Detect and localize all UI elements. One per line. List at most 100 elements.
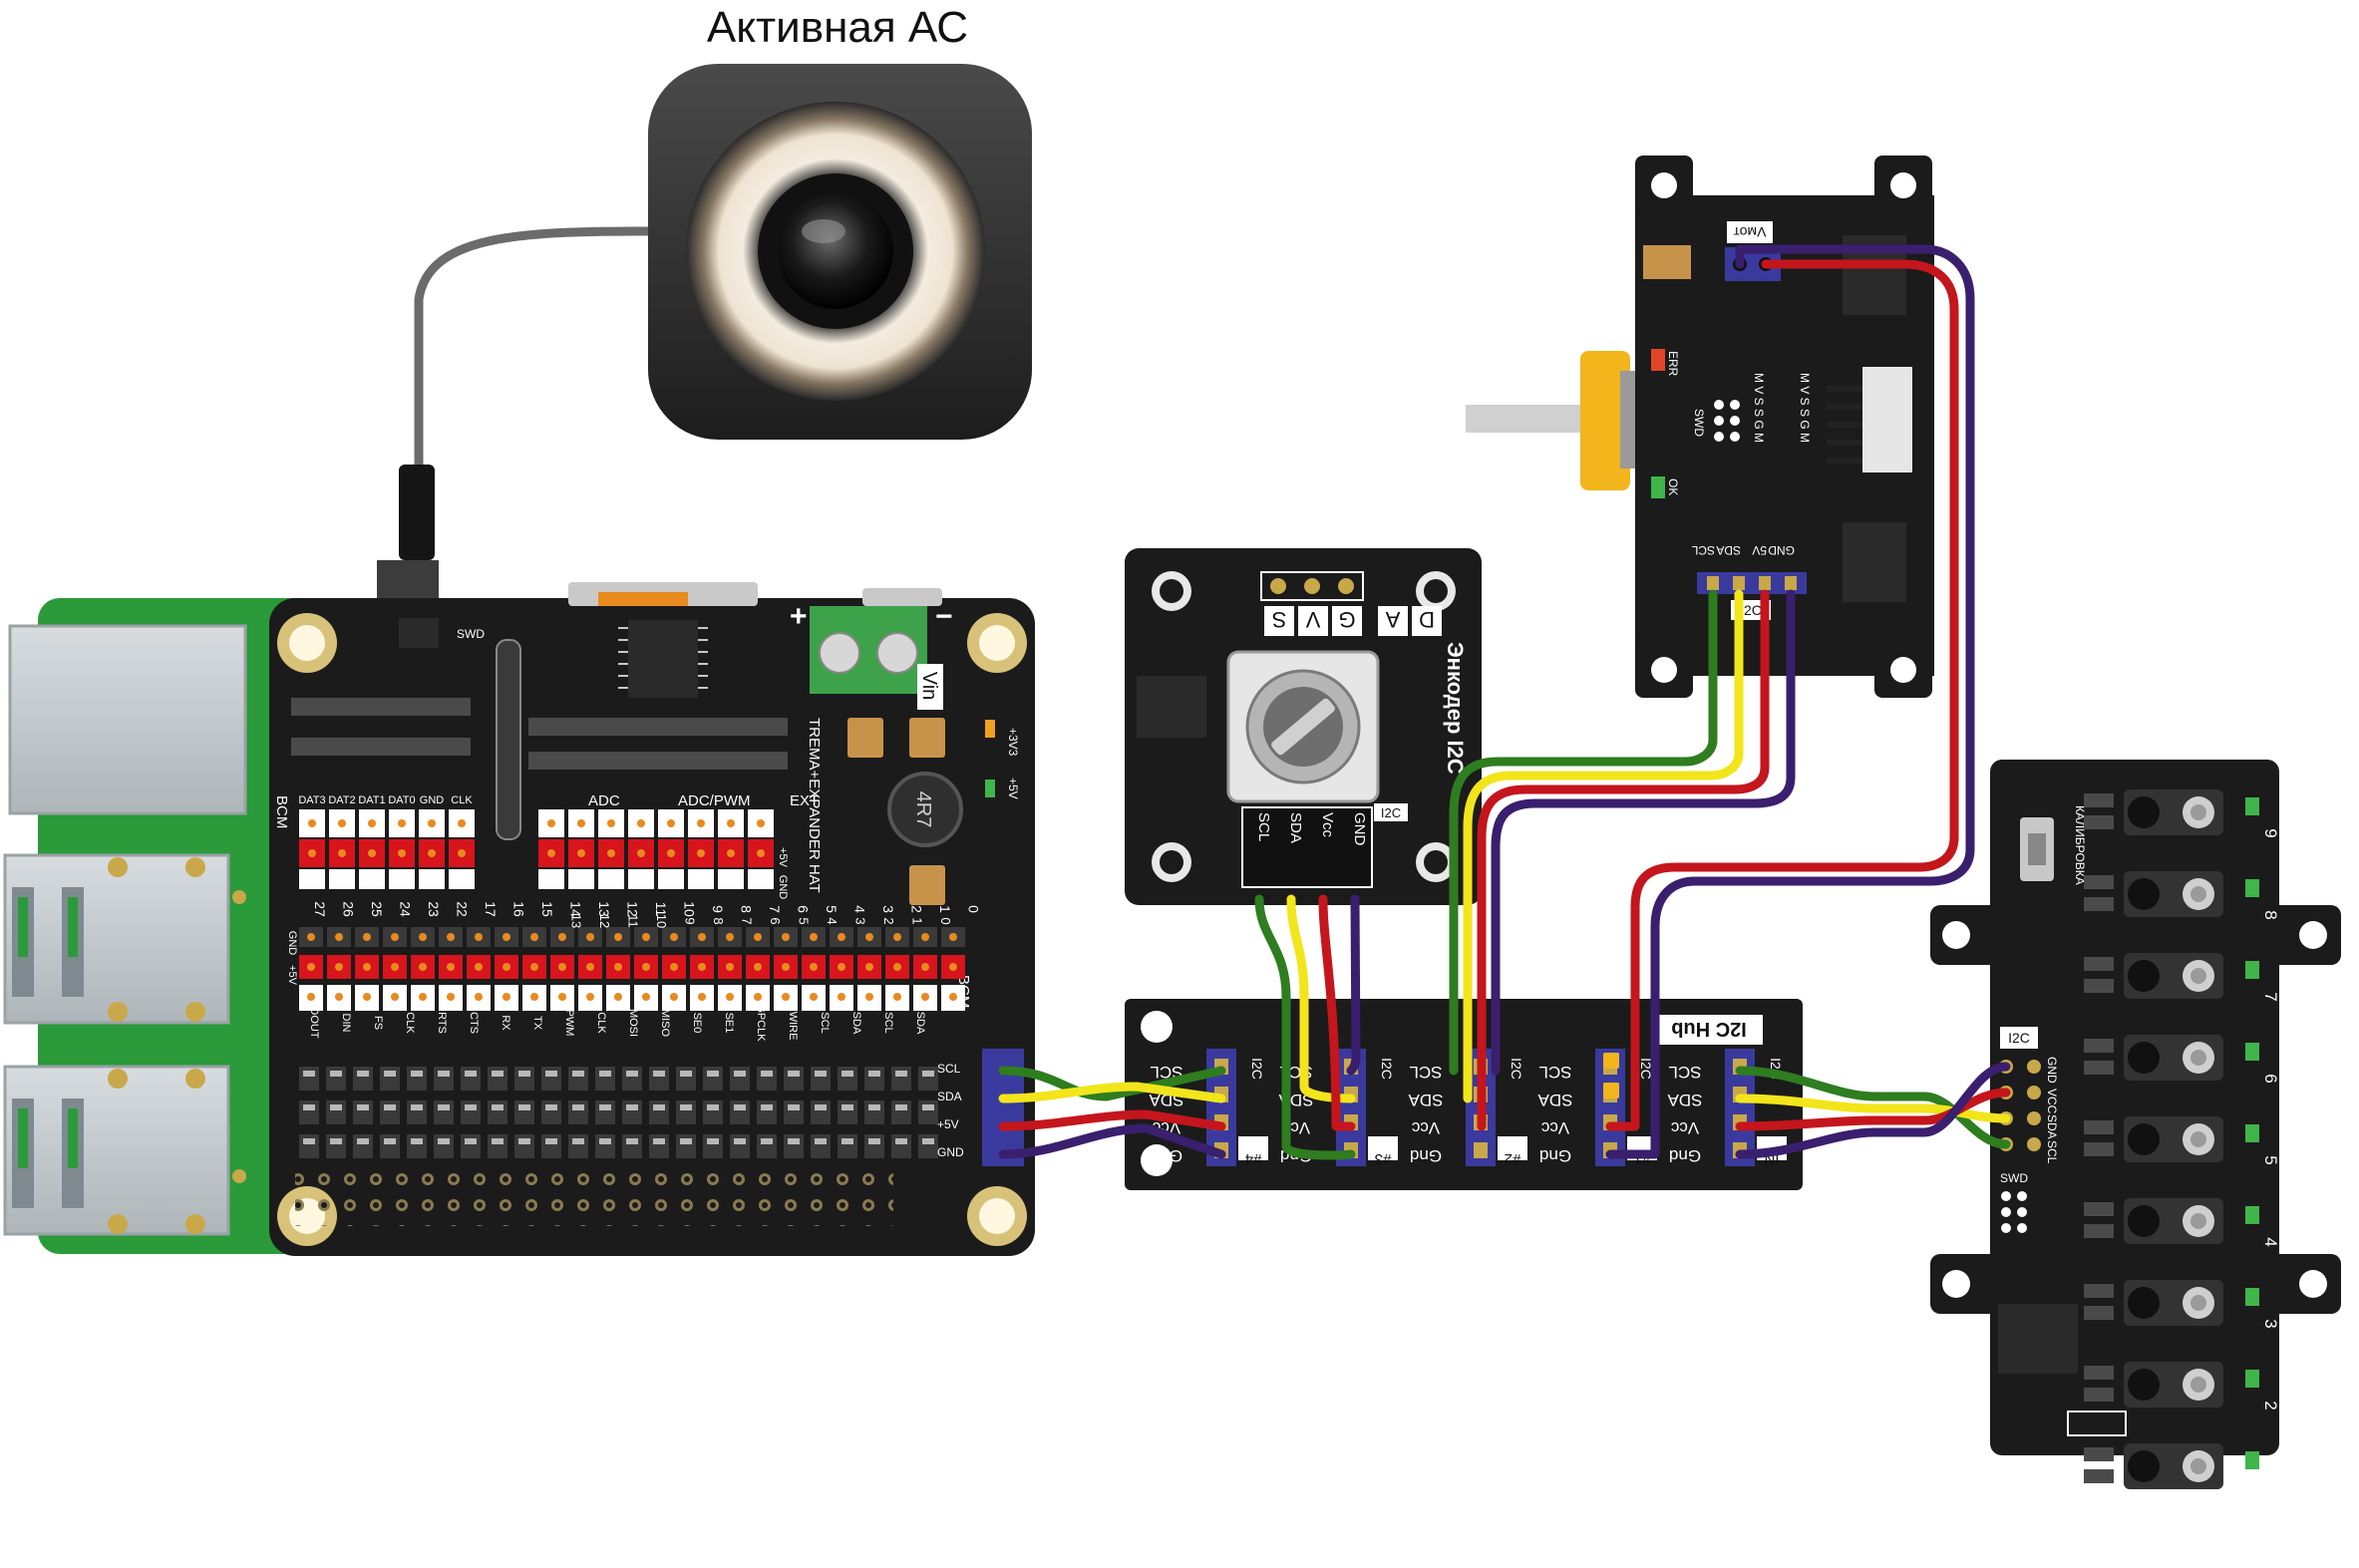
- resistor: [622, 1067, 642, 1091]
- pin-dot: [921, 963, 929, 971]
- channel-led: [2245, 1370, 2259, 1388]
- motor-cap: [1643, 245, 1691, 279]
- hub-pin-label: Vcc: [1540, 1118, 1569, 1137]
- ir-emitter: [2128, 1287, 2160, 1319]
- resistor: [541, 1100, 561, 1124]
- resistor: [514, 1067, 534, 1091]
- hub-pin-label: SCL: [1668, 1063, 1701, 1082]
- pin-dot: [363, 933, 371, 941]
- resistor-lead: [411, 1138, 423, 1144]
- motor-swd-dots: [1714, 400, 1740, 442]
- pin-dot: [607, 819, 615, 827]
- channel-number: 1: [2261, 1482, 2280, 1491]
- hub-port-i2c-label: I2C: [1638, 1058, 1654, 1080]
- ir-receiver-core: [2190, 1213, 2206, 1229]
- gpio-number: 27: [312, 901, 328, 917]
- resistor-lead: [330, 1071, 342, 1077]
- resistor-lead: [384, 1104, 396, 1110]
- pin-dot: [577, 849, 585, 857]
- motor-msg-left: M V S S G M: [1752, 373, 1766, 443]
- hat-chip: [628, 620, 698, 698]
- hat-func-label: RX: [500, 1015, 511, 1031]
- resistor: [461, 1067, 481, 1091]
- cap-3: [909, 865, 945, 905]
- pin-dot: [949, 963, 957, 971]
- pin-dot: [307, 963, 315, 971]
- resistor-lead: [734, 1104, 746, 1110]
- vmot-label: Vмот: [1733, 224, 1766, 240]
- channel-resistor: [2084, 1039, 2114, 1053]
- hat-func-label: SDA: [850, 1012, 862, 1035]
- pin-dot: [754, 963, 762, 971]
- hat-func-label: FS: [372, 1016, 384, 1030]
- pin-dot: [338, 849, 346, 857]
- pin-white: [568, 869, 594, 889]
- pin-dot: [398, 819, 406, 827]
- gpio-number-bottom: 0: [938, 917, 953, 924]
- resistor-lead: [465, 1138, 477, 1144]
- gpio-number: 10: [682, 901, 698, 917]
- pin-dot: [503, 963, 510, 971]
- resistor-lead: [599, 1104, 611, 1110]
- resistor-lead: [842, 1071, 853, 1077]
- pin-dot: [586, 933, 594, 941]
- pin-dot: [368, 849, 376, 857]
- hat-func-label: CTS: [468, 1012, 480, 1034]
- pin-white: [538, 869, 564, 889]
- pin-dot: [865, 963, 873, 971]
- line-sensor-silk-box: [2067, 1411, 2127, 1436]
- hat-i2c-pin-labels: SCL SDA +5V GND: [937, 1062, 964, 1159]
- i2c-wire: [1477, 589, 1770, 1131]
- hat-func-label: RTS: [436, 1012, 448, 1034]
- pin-dot: [586, 993, 594, 1001]
- pin-dot: [558, 993, 566, 1001]
- motor-swd-label: SWD: [1692, 409, 1706, 437]
- i2c-wire: [1735, 1094, 2011, 1123]
- gpio-number-bottom: 10: [654, 914, 669, 928]
- resistor-lead: [492, 1104, 504, 1110]
- gpio-number: 22: [455, 901, 471, 917]
- hub-pin-label: SDA: [1408, 1091, 1444, 1109]
- err-led: [1651, 349, 1665, 371]
- resistor: [595, 1067, 615, 1091]
- channel-resistor: [2084, 1447, 2114, 1461]
- resistor-lead: [680, 1104, 692, 1110]
- gpio-number-bottom: 5: [797, 917, 812, 924]
- motor-pin-scl: SCL: [1691, 543, 1715, 557]
- motor-pin-5v: 5V: [1752, 543, 1767, 557]
- pin-dot: [949, 993, 957, 1001]
- resistor-lead: [438, 1071, 450, 1077]
- gpio-number: 13: [596, 901, 612, 917]
- pin-white: [598, 869, 624, 889]
- pin-white: [329, 869, 355, 889]
- resistor: [434, 1100, 454, 1124]
- gpio-number-bottom: 2: [881, 917, 896, 924]
- channel-led: [2245, 1288, 2259, 1306]
- hub-port-i2c-label: I2C: [1509, 1058, 1524, 1080]
- cap-2: [909, 718, 945, 758]
- i2c-wire: [1735, 1066, 2011, 1149]
- pin-dot: [726, 993, 734, 1001]
- resistor-lead: [518, 1138, 530, 1144]
- hat-func-label: GND: [420, 794, 445, 806]
- resistor: [757, 1067, 777, 1091]
- resistor: [326, 1134, 346, 1158]
- i2c-wire: [1605, 244, 1975, 1159]
- pin-dot: [921, 993, 929, 1001]
- resistor: [891, 1100, 911, 1124]
- gpio-number: 26: [341, 901, 357, 917]
- resistor: [595, 1134, 615, 1158]
- pin-white: [748, 869, 774, 889]
- resistor-lead: [384, 1138, 396, 1144]
- resistor-lead: [411, 1071, 423, 1077]
- pin-dot: [428, 819, 436, 827]
- resistor: [730, 1134, 750, 1158]
- hat-resistor-rows: [291, 698, 788, 770]
- hat-swd-header: [399, 618, 439, 648]
- motor-shaft: [1466, 405, 1585, 433]
- resistor: [326, 1100, 346, 1124]
- resistor: [568, 1100, 588, 1124]
- motor-pin-sda: SDA: [1716, 543, 1741, 557]
- pin-dot: [308, 849, 316, 857]
- pin-dot: [838, 993, 845, 1001]
